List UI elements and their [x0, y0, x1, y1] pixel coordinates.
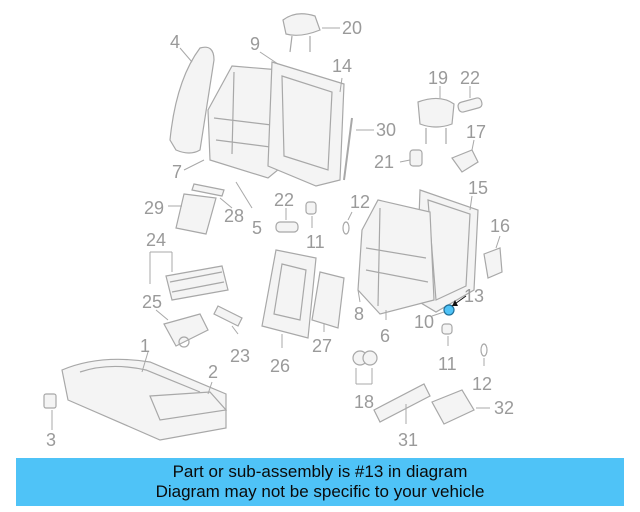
- part-8-seatback-cover-right: [357, 199, 435, 320]
- part-17-release: [451, 139, 479, 173]
- part-32-module: [431, 389, 490, 425]
- part-29-board: [168, 193, 217, 235]
- label-12-upper: 12: [350, 192, 370, 212]
- label-27: 27: [312, 336, 332, 356]
- label-31: 31: [398, 430, 418, 450]
- label-21: 21: [374, 152, 394, 172]
- label-15: 15: [468, 178, 488, 198]
- label-10: 10: [414, 312, 434, 332]
- part-12-clip-lower: [480, 343, 488, 366]
- part-13-bolt-highlight: [443, 295, 467, 316]
- label-19: 19: [428, 68, 448, 88]
- part-3-hook: [43, 393, 57, 430]
- label-25: 25: [142, 292, 162, 312]
- label-18: 18: [354, 392, 374, 412]
- label-30: 30: [376, 120, 396, 140]
- label-22-top: 22: [460, 68, 480, 88]
- label-7: 7: [172, 162, 182, 182]
- label-23: 23: [230, 346, 250, 366]
- label-24: 24: [146, 230, 166, 250]
- part-22-guide-mid: [275, 208, 299, 233]
- label-26: 26: [270, 356, 290, 376]
- label-3: 3: [46, 430, 56, 450]
- part-16-bracket: [483, 235, 503, 279]
- info-banner: Part or sub-assembly is #13 in diagram D…: [16, 458, 624, 506]
- label-16: 16: [490, 216, 510, 236]
- part-23-trim: [213, 305, 243, 335]
- part-19-headrest: [417, 86, 455, 144]
- label-11-mid: 11: [306, 232, 325, 252]
- label-11-lower: 11: [438, 354, 457, 374]
- part-21-guide: [399, 149, 423, 167]
- label-12-lower: 12: [472, 374, 492, 394]
- part-11-clip-lower: [441, 323, 453, 346]
- label-32: 32: [494, 398, 514, 418]
- part-28-strip: [191, 183, 233, 209]
- parts-diagram: 20 4 9 14 19 22 30 17 21 7 15 29 28 22 1…: [43, 13, 514, 450]
- part-31-track: [373, 383, 431, 424]
- label-14: 14: [332, 56, 352, 76]
- label-2: 2: [208, 362, 218, 382]
- part-20-headrest: [282, 13, 340, 53]
- part-12-clip-upper: [342, 211, 353, 235]
- part-27-frame: [311, 271, 345, 332]
- banner-line-part: Part or sub-assembly is #13 in diagram: [172, 462, 468, 481]
- part-26-frame: [261, 249, 317, 348]
- label-1: 1: [140, 336, 150, 356]
- part-22-guide-top: [457, 86, 483, 113]
- part-1-seat-cushion: [61, 351, 227, 441]
- label-9: 9: [250, 34, 260, 54]
- part-4-side-bolster: [169, 46, 215, 154]
- part-10-leader: [431, 311, 445, 317]
- part-14-seatback-frame: [259, 51, 345, 187]
- label-4: 4: [170, 32, 180, 52]
- label-8: 8: [354, 304, 364, 324]
- part-30-rod: [343, 117, 374, 181]
- part-24-pad: [149, 251, 229, 301]
- label-22-mid: 22: [274, 190, 294, 210]
- label-28: 28: [224, 206, 244, 226]
- part-2-cushion-pad: [149, 381, 228, 421]
- label-20: 20: [342, 18, 362, 38]
- part-18-washers: [352, 350, 378, 385]
- label-6: 6: [380, 326, 390, 346]
- label-5: 5: [252, 218, 262, 238]
- banner-line-disclaimer: Diagram may not be specific to your vehi…: [155, 482, 485, 501]
- part-25-mechanism: [155, 309, 209, 348]
- label-29: 29: [144, 198, 164, 218]
- label-17: 17: [466, 122, 486, 142]
- label-13: 13: [464, 286, 484, 306]
- part-11-clip-mid: [305, 201, 317, 228]
